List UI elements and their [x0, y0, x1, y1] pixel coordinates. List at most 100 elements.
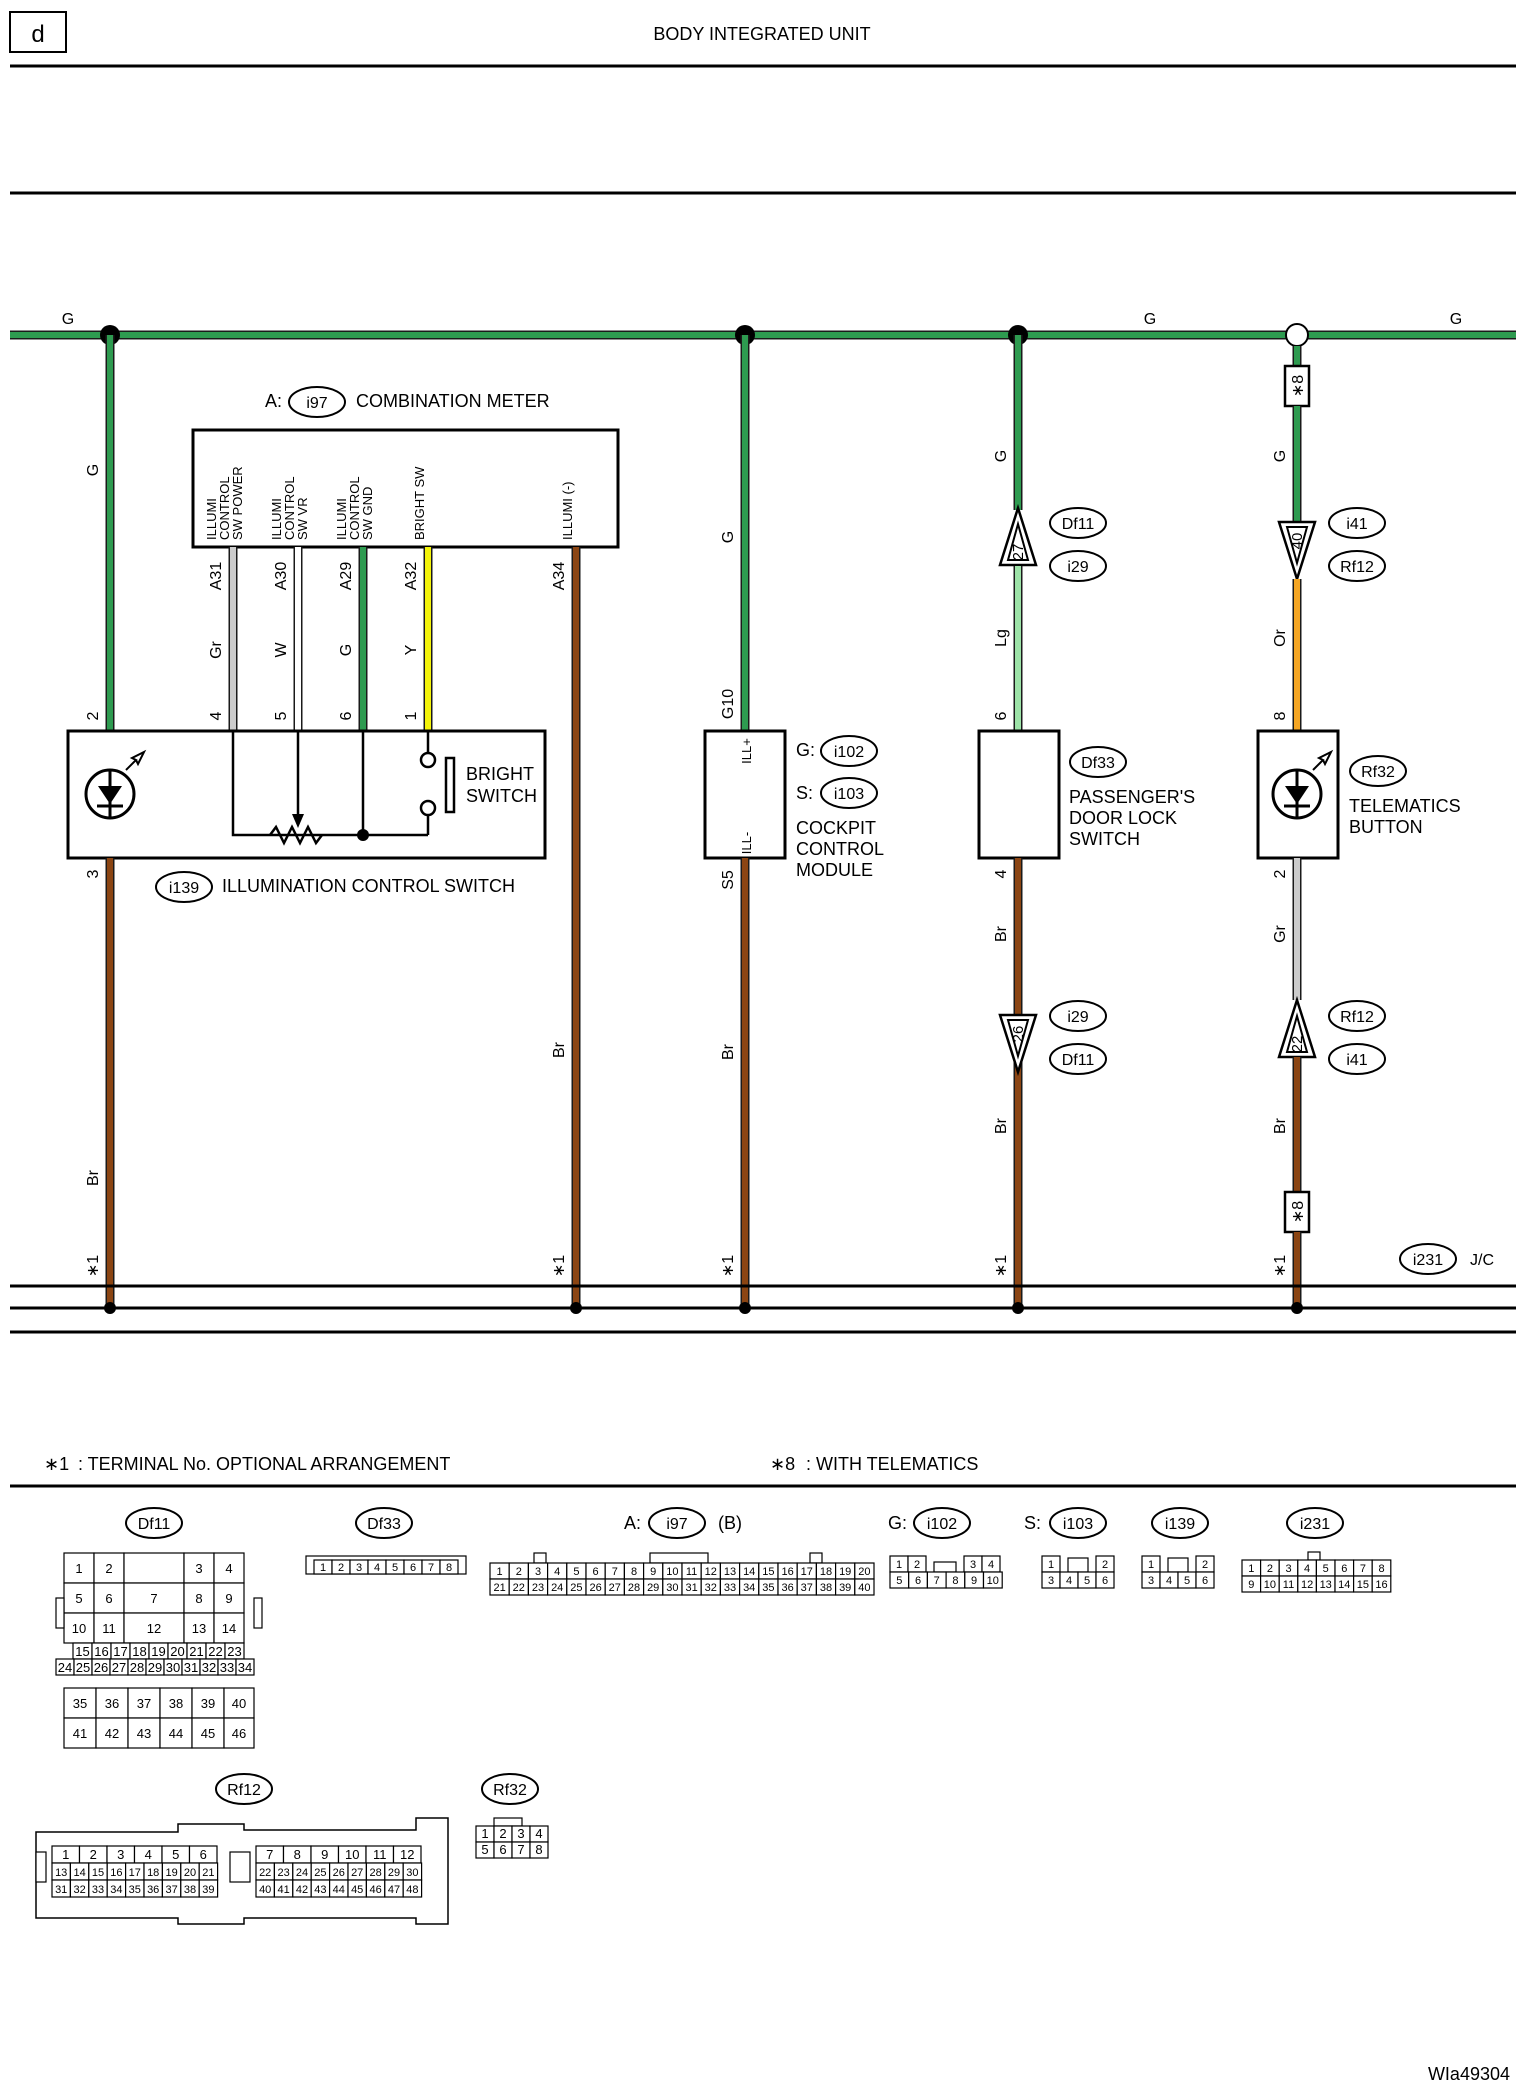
pin-number: 1: [497, 1566, 503, 1578]
pin-number: 37: [137, 1696, 151, 1711]
illum-inner-circuit: [231, 731, 363, 837]
pin-number: 24: [551, 1582, 563, 1594]
pin-number: 44: [169, 1726, 183, 1741]
pin-number: 13: [1320, 1579, 1332, 1591]
pin-cell: [223, 1717, 255, 1749]
pin-number: 26: [333, 1867, 345, 1879]
door-lower-b-oval: [1049, 1043, 1107, 1075]
tel-top-note: ∗8: [1290, 375, 1307, 397]
pin-number: 28: [130, 1660, 144, 1675]
pin-number: 12: [1301, 1579, 1313, 1591]
tel-lower-b: i41: [1346, 1052, 1367, 1069]
pin-number: 1: [75, 1561, 82, 1576]
ground-note: ∗1: [720, 1255, 737, 1277]
tel-connector: Rf32: [1361, 764, 1395, 781]
pin-number: 36: [781, 1582, 793, 1594]
pin-cell: [159, 1717, 193, 1749]
i97-key: [533, 1552, 547, 1564]
meter-wire-color: Br: [551, 1041, 568, 1058]
pin-number: 35: [73, 1696, 87, 1711]
pin-cell: [529, 1841, 549, 1859]
pin-number: 23: [277, 1867, 289, 1879]
pin-number: 3: [1048, 1575, 1054, 1587]
pin-number: 4: [988, 1559, 994, 1571]
bus-label-left: G: [62, 311, 74, 328]
cockpit-g-connector: i102: [834, 744, 864, 761]
cockpit-top-pin: G10: [720, 689, 737, 719]
door-sw-bottom-pin: 4: [993, 869, 1010, 878]
pin-number: 27: [112, 1660, 126, 1675]
pin-number: 37: [801, 1582, 813, 1594]
pin-number: 2: [914, 1559, 920, 1571]
door-title-3: SWITCH: [1069, 829, 1140, 849]
cockpit-g-prefix: G:: [796, 740, 815, 760]
pin-number: 30: [166, 1660, 180, 1675]
meter-pin-name: SW VR: [295, 497, 310, 540]
pin-number: 21: [493, 1582, 505, 1594]
door-lower-b: Df11: [1062, 1052, 1095, 1069]
illumination-control-switch: G 2 BRIGHT SWITCH 3 Br i139: [66, 335, 547, 1308]
cockpit-control-module: G G10 ILL+ ILL- G: i102 S: i103 COCKPIT …: [703, 335, 884, 1308]
i102-prefix: G:: [888, 1513, 907, 1533]
pin-cell: [191, 1687, 225, 1719]
switch-pin: 1: [403, 711, 420, 720]
door-upper-connector-inner: [1006, 520, 1030, 561]
meter-wire-color: Y: [403, 644, 420, 655]
pin-number: 16: [1375, 1579, 1387, 1591]
pin-number: 16: [110, 1867, 122, 1879]
pin-number: 36: [147, 1884, 159, 1896]
pin-number: 16: [94, 1644, 108, 1659]
ground-notes: ∗1∗1∗1∗1∗1: [85, 1255, 1289, 1277]
ill-minus-label: ILL-: [739, 832, 754, 854]
pin-number: 11: [102, 1621, 116, 1636]
pin-cell: [213, 1612, 245, 1644]
pin-number: 2: [90, 1847, 97, 1862]
pin-number: 24: [58, 1660, 72, 1675]
illum-top-pin: 2: [85, 711, 102, 720]
pin-number: 25: [76, 1660, 90, 1675]
jc-dot-4: [1012, 1302, 1024, 1314]
page-letter: d: [31, 21, 44, 48]
pin-number: 14: [222, 1621, 236, 1636]
pin-number: 21: [202, 1867, 214, 1879]
pin-number: 8: [195, 1591, 202, 1606]
pin-number: 19: [839, 1566, 851, 1578]
pin-number: 18: [147, 1867, 159, 1879]
pin-number: 46: [369, 1884, 381, 1896]
wire-tel-mid-color: Or: [1272, 628, 1289, 646]
pin-number: 4: [374, 1562, 380, 1574]
wire-door-mid-color: Lg: [993, 629, 1010, 647]
pin-number: 44: [333, 1884, 345, 1896]
tel-upper-pin: 40: [1289, 533, 1306, 550]
connector-view-oval: [355, 1507, 413, 1539]
pin-number: 13: [724, 1566, 736, 1578]
door-lower-a: i29: [1067, 1009, 1088, 1026]
connector-view-oval: [648, 1507, 706, 1539]
jc-connector: i231: [1413, 1252, 1443, 1269]
meter-connector-oval: [288, 386, 346, 418]
pin-number: 10: [345, 1847, 359, 1862]
connector-view-label: Rf32: [493, 1782, 527, 1799]
meter-pin-name: CONTROL: [282, 476, 297, 540]
pin-number: 33: [92, 1884, 104, 1896]
i103-prefix: S:: [1024, 1513, 1041, 1533]
pin-cell: [127, 1687, 161, 1719]
wire-illum-top-color: G: [85, 464, 102, 476]
pin-number: 7: [150, 1591, 157, 1606]
tel-upper-b: Rf12: [1340, 559, 1374, 576]
pin-number: 37: [165, 1884, 177, 1896]
illum-title: ILLUMINATION CONTROL SWITCH: [222, 876, 515, 896]
pin-cell: [63, 1552, 95, 1584]
door-upper-b-oval: [1049, 550, 1107, 582]
door-upper-a: Df11: [1062, 516, 1095, 533]
pin-number: 9: [650, 1566, 656, 1578]
pin-number: 5: [1084, 1575, 1090, 1587]
pin-number: 5: [392, 1562, 398, 1574]
pin-number: 12: [705, 1566, 717, 1578]
pin-number: 42: [296, 1884, 308, 1896]
pin-number: 2: [516, 1566, 522, 1578]
ground-note: ∗1: [85, 1255, 102, 1277]
pin-number: 45: [201, 1726, 215, 1741]
i97-key: [809, 1552, 823, 1564]
illum-bottom-pin: 3: [85, 869, 102, 878]
